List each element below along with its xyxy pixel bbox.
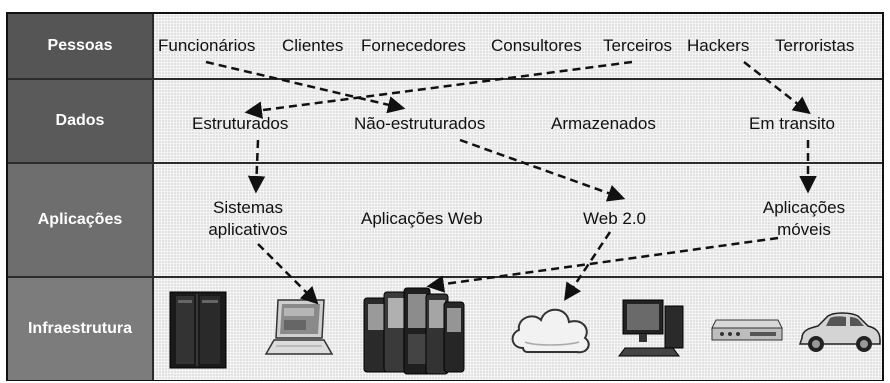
car-icon [798,312,881,352]
row-label-pessoas: Pessoas [8,14,152,78]
pessoa-terroristas: Terroristas [775,36,855,55]
arrow-nao-estruturados-to-web20 [459,138,626,202]
dado-em-transito: Em transito [749,114,835,133]
arrow-sistemas-to-laptop [257,243,319,305]
row-body-pessoas [152,14,882,78]
desktop-computer-icon [618,299,684,357]
app-moveis-line1: Aplicações [762,198,846,217]
arrow-estruturados-to-sistemas [247,139,266,194]
row-label-pessoas-text: Pessoas [47,37,113,54]
arrow-hackers-to-em-transito [743,61,811,115]
row-label-infraestrutura-text: Infraestrutura [27,320,133,337]
row-label-dados-text: Dados [55,112,105,129]
row-label-infraestrutura: Infraestrutura [8,278,152,380]
app-aplicacoes-web: Aplicações Web [361,209,483,228]
pessoa-funcionarios: Funcionários [158,36,256,55]
laptop-icon [264,299,334,355]
row-body-aplicacoes [152,164,882,276]
pessoa-terceiros: Terceiros [603,36,672,55]
row-label-aplicacoes: Aplicações [8,164,152,276]
row-divider [8,78,882,80]
arrow-funcionarios-to-nao-estruturados [205,60,406,114]
app-aplicacoes-moveis: Aplicações móveis [748,197,860,241]
arrow-terceiros-to-estruturados [244,60,633,119]
app-sistemas-line1: Sistemas [213,198,283,217]
pessoa-fornecedores: Fornecedores [361,36,466,55]
row-divider [8,162,882,164]
mobile-phones-icon [363,287,465,375]
arrow-moveis-to-phones [426,236,779,293]
cloud-icon [511,308,590,354]
app-moveis-line2: móveis [777,220,831,239]
pessoa-consultores: Consultores [491,36,582,55]
pessoa-clientes: Clientes [282,36,344,55]
arrow-web20-to-cloud [564,231,612,301]
dado-armazenados: Armazenados [551,114,656,133]
network-appliance-icon [711,319,783,341]
row-label-aplicacoes-text: Aplicações [37,211,123,228]
app-web-20: Web 2.0 [583,209,647,228]
row-label-dados: Dados [8,80,152,162]
column-divider [152,14,154,380]
row-body-dados [152,80,882,162]
pessoa-hackers: Hackers [687,36,750,55]
app-sistemas-line2: aplicativos [208,220,288,239]
dado-nao-estruturados: Não-estruturados [354,114,486,133]
app-sistemas-aplicativos: Sistemas aplicativos [196,197,300,241]
dado-estruturados: Estruturados [192,114,289,133]
server-icon [169,291,227,369]
